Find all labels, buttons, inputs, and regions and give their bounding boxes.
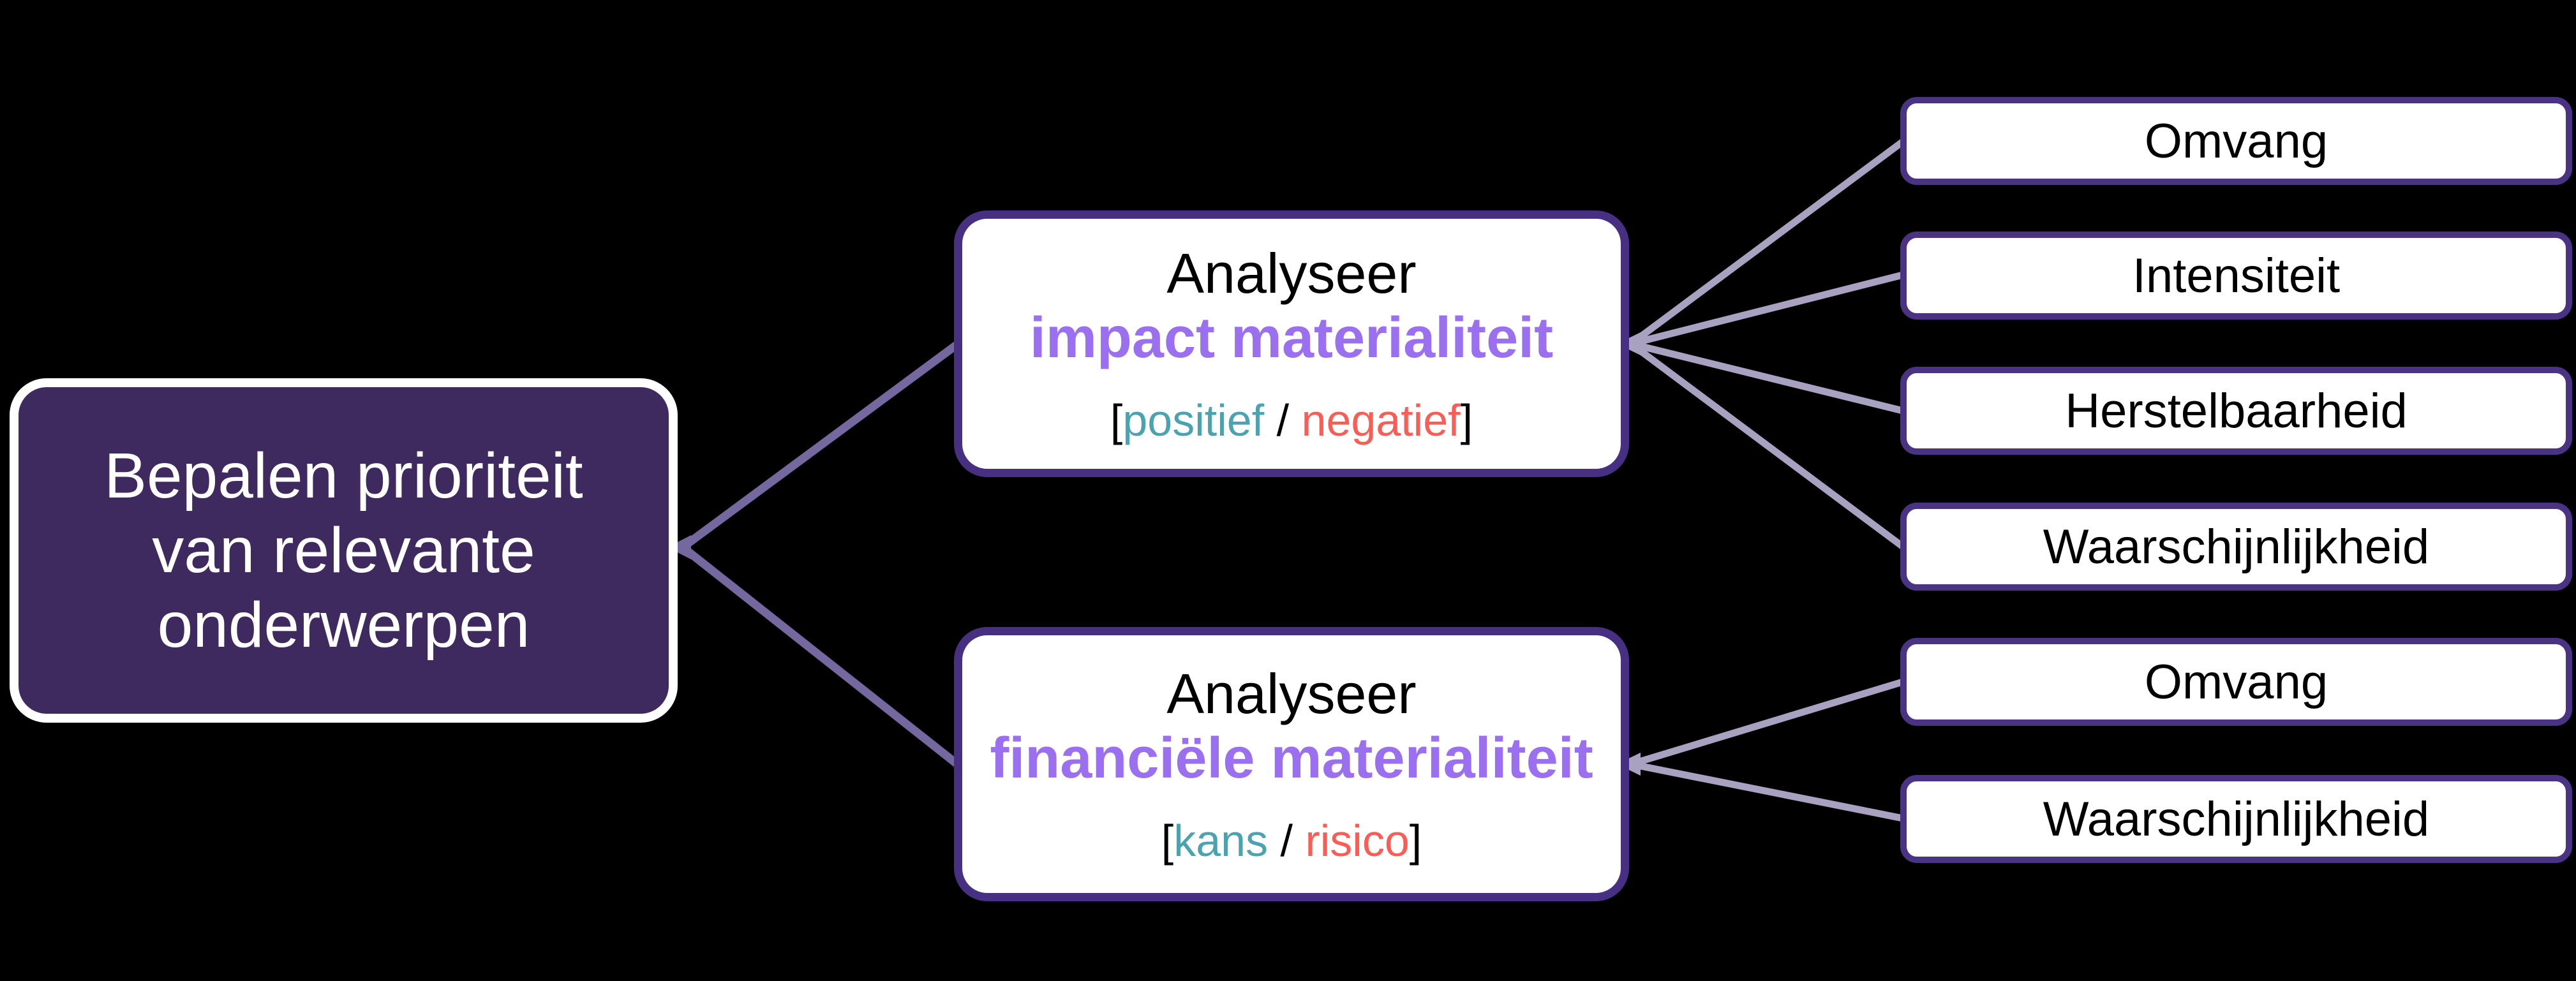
- bracket-open: [: [1110, 395, 1123, 445]
- connector-impact-herstelbaarheid: [1630, 340, 1904, 415]
- factor-node-impact-herstelbaarheid: Herstelbaarheid: [1900, 367, 2572, 455]
- option-separator: /: [1264, 395, 1302, 445]
- factor-node-impact-omvang: Omvang: [1900, 97, 2572, 185]
- financial-materiality-node: Analyseer financiële materialiteit [kans…: [954, 627, 1629, 901]
- connector-root-financial: [680, 543, 960, 768]
- factor-node-impact-intensiteit: Intensiteit: [1900, 232, 2572, 320]
- option-separator: /: [1268, 815, 1306, 866]
- connector-impact-waarschijnlijkheid: [1628, 341, 1905, 550]
- connector-financial-waarschijnlijkheid: [1630, 760, 1904, 822]
- impact-node-options: [positief / negatief]: [1110, 395, 1473, 445]
- option-negatief: negatief: [1301, 395, 1461, 445]
- financial-node-title: Analyseer: [1166, 662, 1417, 726]
- factor-node-financial-waarschijnlijkheid: Waarschijnlijkheid: [1900, 775, 2572, 863]
- factor-node-impact-waarschijnlijkheid: Waarschijnlijkheid: [1900, 503, 2572, 591]
- financial-node-options: [kans / risico]: [1161, 816, 1422, 866]
- impact-materiality-node: Analyseer impact materialiteit [positief…: [954, 210, 1629, 477]
- option-risico: risico: [1305, 815, 1410, 866]
- connector-impact-omvang: [1628, 138, 1905, 347]
- option-positief: positief: [1122, 395, 1265, 445]
- financial-node-subtitle: financiële materialiteit: [990, 727, 1593, 791]
- bracket-open: [: [1161, 815, 1174, 866]
- connector-impact-intensiteit: [1630, 271, 1904, 348]
- root-node: Bepalen prioriteit van relevante onderwe…: [10, 378, 678, 723]
- factor-node-financial-omvang: Omvang: [1900, 638, 2572, 726]
- bracket-close: ]: [1460, 395, 1473, 445]
- connector-root-impact: [680, 341, 960, 551]
- bracket-close: ]: [1409, 815, 1422, 866]
- impact-node-title: Analyseer: [1166, 242, 1417, 306]
- arrowhead-root: [667, 535, 691, 559]
- option-kans: kans: [1173, 815, 1269, 866]
- connector-financial-omvang: [1630, 678, 1904, 768]
- impact-node-subtitle: impact materialiteit: [1029, 306, 1554, 371]
